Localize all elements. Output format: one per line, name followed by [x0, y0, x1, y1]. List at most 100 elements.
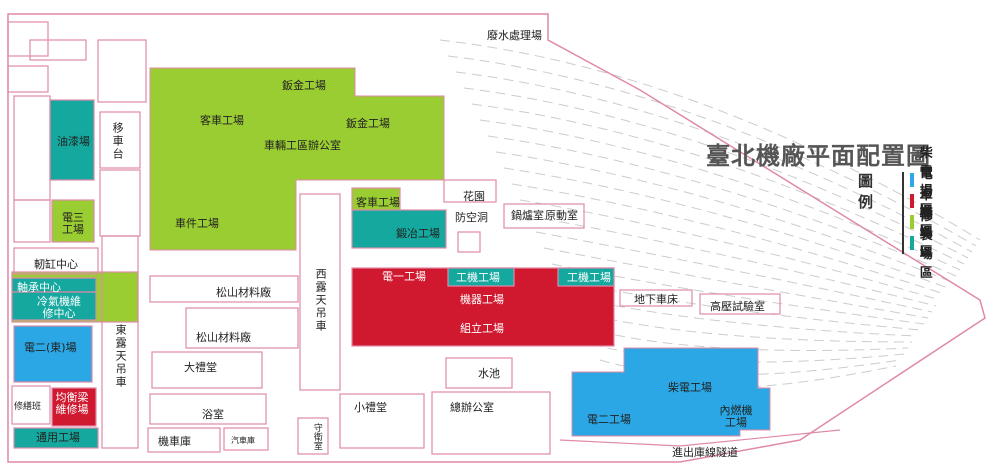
- machine-tool-1: [447, 267, 515, 287]
- label-passenger-car-2: 客車工場: [356, 196, 400, 209]
- legend-swatch: [910, 194, 914, 208]
- track-line: [543, 247, 929, 319]
- legend-swatch: [910, 236, 914, 250]
- label-general-office: 總辦公室: [450, 401, 494, 414]
- label-electric-2-east: 電二(東)場: [24, 341, 77, 354]
- track-line: [511, 183, 945, 295]
- machine-tool-2: [557, 267, 615, 287]
- label-machinery-yard: 機器工場: [460, 293, 504, 306]
- label-forging: 鍛冶工場: [396, 227, 440, 240]
- label-ac-repair: 冷氣機維修中心: [37, 295, 81, 321]
- label-guard-room: 守衛室: [311, 423, 322, 450]
- label-pool: 水池: [478, 367, 500, 380]
- bldg-a: [7, 21, 49, 57]
- electric-2-east: [13, 325, 93, 383]
- bldg-c: [13, 95, 51, 201]
- underground-lathe: [619, 289, 693, 307]
- label-passenger-car-1: 客車工場: [200, 114, 244, 127]
- label-vehicle-office: 車輛工區辦公室: [264, 139, 341, 152]
- track-line: [447, 55, 977, 247]
- songshan-warehouse-1: [149, 275, 299, 303]
- bldg-b: [7, 65, 49, 93]
- legend-item-vehicle: 車輛場區: [910, 188, 939, 260]
- label-high-voltage-lab: 高壓試驗室: [710, 300, 765, 313]
- label-boiler-room: 鍋爐室: [511, 209, 544, 222]
- label-sheet-metal-1: 鈑金工場: [282, 79, 326, 92]
- bathhouse: [149, 393, 267, 425]
- buildings: [7, 13, 986, 463]
- legend-item-electric: 電力場區: [910, 167, 939, 239]
- diesel-area: [571, 347, 771, 437]
- label-machine-tool-1: 工機工場: [456, 271, 500, 284]
- track-line: [527, 215, 937, 307]
- map-title: 臺北機廠平面配置圖: [706, 141, 931, 170]
- songshan-warehouse-2: [185, 307, 299, 349]
- legend-swatch: [910, 215, 914, 229]
- balance-spring-shop: [51, 387, 97, 427]
- ac-repair-center: [11, 291, 97, 321]
- bldg-e: [97, 39, 147, 103]
- repair-shed: [11, 385, 51, 425]
- car-garage: [223, 427, 269, 451]
- track-line: [519, 199, 941, 301]
- transfer-table: [99, 111, 141, 169]
- track-line: [575, 311, 913, 343]
- track-line: [487, 135, 957, 277]
- legend-item-repair: 修製場區: [910, 209, 939, 281]
- site-boundary: [7, 13, 986, 463]
- high-voltage-lab: [699, 293, 781, 315]
- label-exit-tunnel: 進出庫線隧道: [672, 446, 738, 459]
- label-car-garage: 汽車庫: [231, 436, 255, 445]
- legend-label: 電力場區: [919, 167, 933, 239]
- label-power-room: 原動室: [545, 209, 578, 222]
- bldg-g: [29, 39, 87, 61]
- label-songshan-warehouse-2: 松山材料廠: [196, 331, 251, 344]
- guard-room: [297, 417, 329, 455]
- track-line: [471, 103, 965, 265]
- bldg-f: [99, 169, 141, 237]
- exit-tunnel: [559, 429, 841, 447]
- label-bathhouse: 浴室: [202, 408, 224, 421]
- label-air-raid-shelter: 防空洞: [455, 211, 488, 224]
- track-line: [495, 151, 953, 283]
- label-assembly: 組立工場: [460, 322, 504, 335]
- general-workshop: [13, 427, 99, 449]
- forging-shop: [351, 209, 447, 249]
- label-east-crane: 東露天吊車: [114, 324, 128, 389]
- track-line: [535, 231, 933, 313]
- brake-center: [13, 247, 99, 275]
- track-line: [439, 39, 981, 241]
- legend-divider: [902, 172, 904, 254]
- legend-item-diesel: 柴電場區: [910, 146, 939, 218]
- legend-swatch: [910, 173, 914, 187]
- label-diesel-workshop: 柴電工場: [668, 381, 712, 394]
- label-balance-spring: 均衡梁維修場: [55, 391, 89, 417]
- label-wastewater: 廢水處理場: [487, 29, 542, 42]
- electric-3-shop: [51, 199, 95, 243]
- auditorium: [151, 351, 263, 389]
- label-songshan-warehouse-1: 松山材料廠: [216, 286, 271, 299]
- label-west-crane: 西露天吊車: [314, 268, 328, 333]
- label-auditorium: 大禮堂: [184, 361, 217, 374]
- pool: [445, 357, 513, 389]
- track-line: [463, 87, 969, 259]
- air-raid-shelter: [457, 231, 481, 253]
- label-bearing-center: 軸承中心: [17, 281, 61, 294]
- garden-bldg: [443, 179, 497, 203]
- bldg-d: [13, 199, 51, 243]
- legend-label: 車輛場區: [919, 188, 933, 260]
- label-brake-center: 軔缸中心: [34, 258, 78, 271]
- west-crane: [299, 193, 341, 391]
- legend-label: 柴電場區: [919, 146, 933, 218]
- motorcycle-garage: [147, 427, 221, 453]
- general-office: [431, 391, 551, 455]
- label-transfer-table: 移車台: [111, 122, 125, 161]
- label-underground-lathe: 地下車床: [634, 293, 678, 306]
- small-auditorium: [339, 393, 425, 449]
- label-sheet-metal-2: 鈑金工場: [346, 117, 390, 130]
- track-line: [583, 327, 909, 351]
- label-car-parts: 車件工場: [175, 217, 219, 230]
- legend-title: 圖例: [858, 172, 874, 211]
